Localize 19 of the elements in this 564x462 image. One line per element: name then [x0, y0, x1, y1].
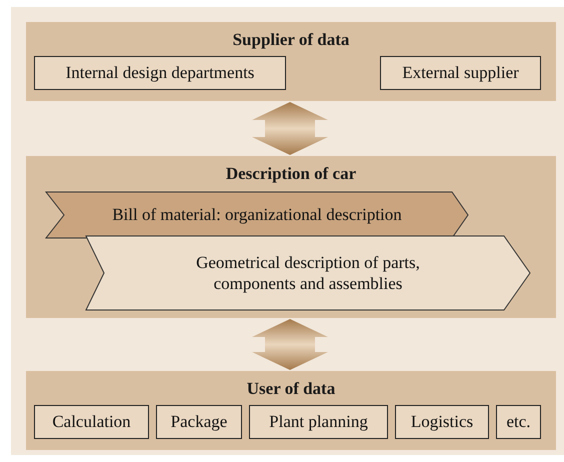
section-heading: Description of car [224, 164, 358, 184]
label-box: Plant planning [249, 405, 388, 439]
label-box: External supplier [380, 56, 541, 90]
chevron-label: Geometrical description of parts, components and assemblies [195, 252, 421, 294]
double-arrow [252, 102, 328, 155]
section-heading: Supplier of data [232, 30, 350, 50]
chevron-shape [46, 192, 468, 238]
label-box: etc. [496, 405, 541, 439]
chevron-shape [86, 236, 530, 310]
section-band [26, 371, 556, 450]
double-arrow [252, 319, 328, 370]
label-box: Package [156, 405, 242, 439]
label-box: Logistics [395, 405, 489, 439]
chevron-label: Bill of material: organizational description [111, 204, 403, 226]
section-heading: User of data [246, 379, 336, 399]
label-box: Internal design departments [34, 56, 286, 90]
section-band [26, 22, 556, 101]
section-band [26, 156, 556, 318]
label-box: Calculation [34, 405, 149, 439]
